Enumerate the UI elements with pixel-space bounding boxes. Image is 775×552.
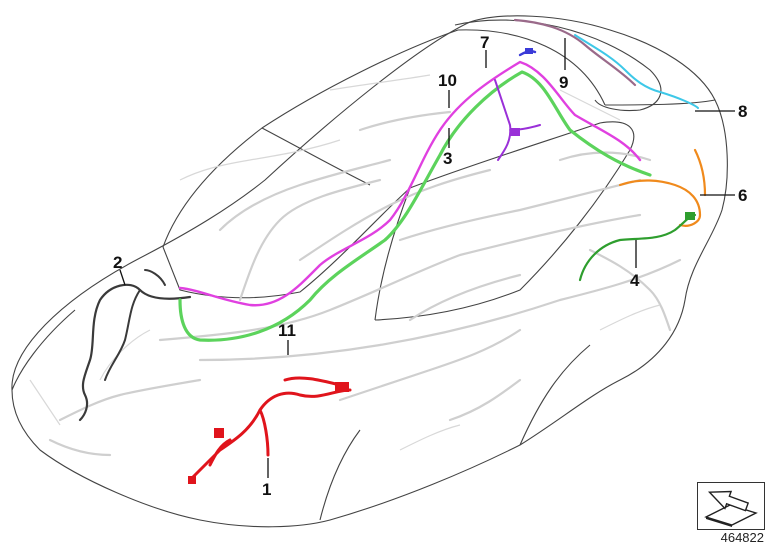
harness-1[interactable] (188, 376, 352, 484)
callout-8: 8 (738, 102, 747, 121)
callout-7: 7 (480, 33, 489, 52)
callout-10: 10 (438, 71, 457, 90)
harness-8[interactable] (574, 34, 699, 109)
background-wiring (29, 74, 682, 457)
harness-3[interactable] (178, 70, 652, 342)
harness-2[interactable] (78, 269, 192, 422)
harness-1-connector-b (214, 428, 224, 438)
harness-1-connector-c (188, 476, 196, 484)
harness-11-connector (510, 128, 520, 136)
callout-3: 3 (443, 149, 452, 168)
callout-11: 11 (278, 321, 296, 340)
harness-6[interactable] (618, 148, 707, 227)
callout-6: 6 (738, 186, 747, 205)
leader-lines (119, 38, 735, 478)
reference-number: 464822 (720, 530, 764, 545)
harness-4-connector (685, 212, 695, 220)
reference-view-box (697, 482, 765, 530)
harness-1-connector (335, 382, 349, 392)
arrow-view-icon (704, 490, 758, 527)
callout-1: 1 (262, 480, 271, 499)
callout-9: 9 (559, 73, 568, 92)
harness-10[interactable] (178, 60, 642, 307)
callout-2: 2 (113, 253, 122, 272)
harness-11[interactable] (494, 79, 541, 161)
callout-4: 4 (630, 271, 640, 290)
harness-7[interactable] (518, 48, 537, 57)
harness-4[interactable] (578, 212, 697, 282)
harness-9[interactable] (513, 18, 637, 87)
harness-7-connector (525, 48, 533, 54)
